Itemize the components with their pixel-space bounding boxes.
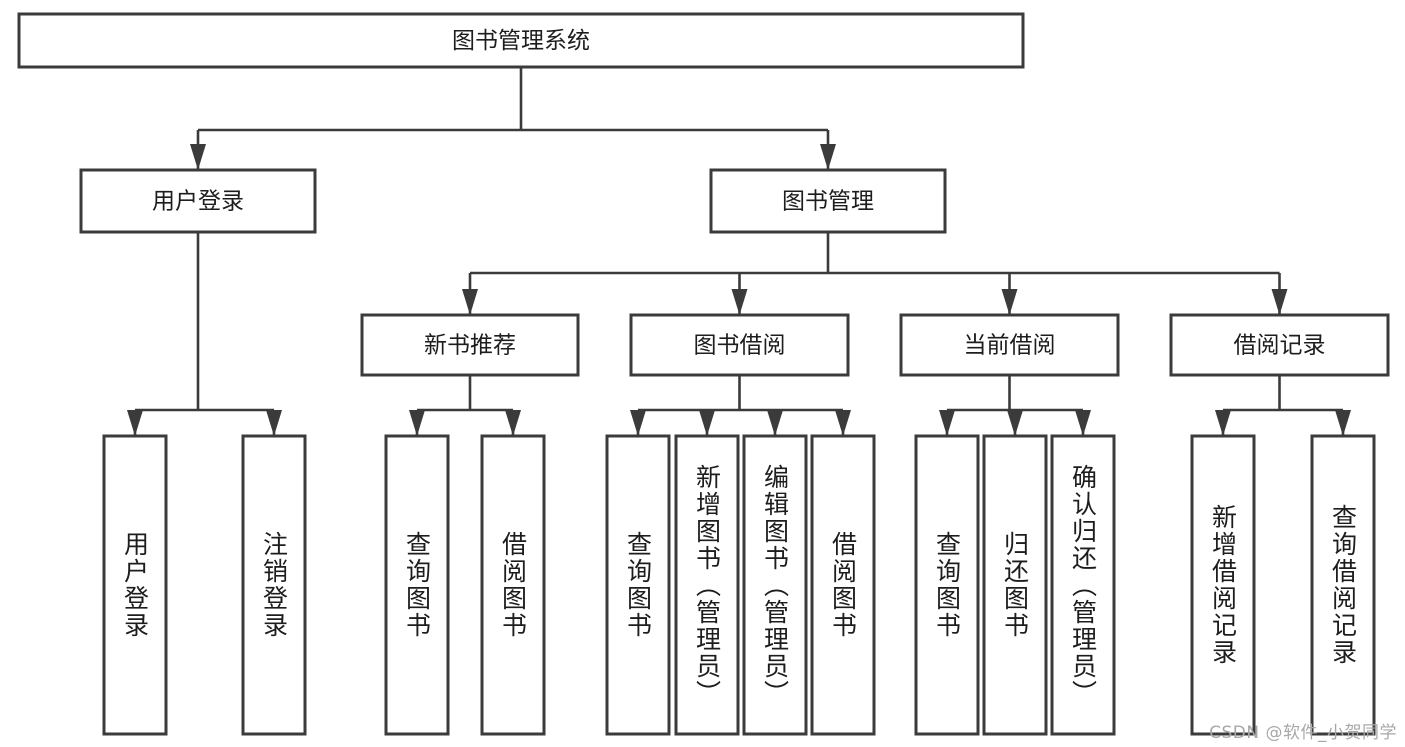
arrow-head-icon-book-manage [820,144,836,170]
arrow-head-icon-leaf-return-book [1007,410,1023,436]
node-box-leaf-confirm-return[interactable] [1050,434,1116,736]
arrow-head-icon-leaf-borrow-book-1 [505,410,521,436]
arrow-head-icon-new-book-recommend [462,289,478,315]
node-label-borrow-record: 借阅记录 [1234,333,1326,359]
arrow-head-icon-leaf-confirm-return [1075,410,1091,436]
boxes-layer [17,12,1390,736]
arrow-head-icon-user-login [190,144,206,170]
node-box-leaf-query-book-3[interactable] [914,434,980,736]
arrow-head-icon-leaf-query-record [1335,410,1351,436]
node-label-root: 图书管理系统 [452,28,590,54]
arrow-head-icon-leaf-query-book-3 [939,410,955,436]
node-box-leaf-add-record[interactable] [1190,434,1256,736]
node-box-leaf-add-book[interactable] [674,434,740,736]
node-box-leaf-borrow-book-2[interactable] [810,434,876,736]
node-label-user-login: 用户登录 [152,189,244,215]
arrow-head-icon-leaf-edit-book [767,410,783,436]
node-label-current-borrow: 当前借阅 [964,333,1056,359]
node-box-new-book-recommend[interactable] [360,313,580,377]
arrow-head-icon-leaf-query-book-2 [630,410,646,436]
node-box-book-manage[interactable] [709,168,947,234]
arrow-head-icon-borrow-record [1271,289,1288,315]
arrow-head-icon-leaf-borrow-book-2 [835,410,851,436]
node-box-leaf-query-book-1[interactable] [384,434,450,736]
arrow-head-icon-leaf-user-logout [266,410,282,436]
arrow-head-icon-current-borrow [1001,289,1018,315]
node-label-book-manage: 图书管理 [782,189,874,215]
node-box-leaf-query-record[interactable] [1310,434,1376,736]
node-box-root[interactable] [17,12,1025,69]
node-box-user-login[interactable] [79,168,317,234]
node-box-leaf-user-login[interactable] [102,434,168,736]
arrow-head-icon-leaf-add-book [699,410,715,436]
node-label-book-borrow: 图书借阅 [694,333,786,359]
arrow-head-icon-book-borrow [731,289,748,315]
arrow-head-icon-leaf-query-book-1 [409,410,425,436]
node-box-leaf-edit-book[interactable] [742,434,808,736]
watermark-text: CSDN @软件_小贺同学 [1209,723,1397,743]
arrow-head-icon-leaf-add-record [1215,410,1231,436]
node-box-book-borrow[interactable] [629,313,850,377]
node-box-leaf-borrow-book-1[interactable] [480,434,546,736]
connectors-layer [127,67,1351,436]
node-box-current-borrow[interactable] [899,313,1120,377]
node-label-new-book-recommend: 新书推荐 [424,333,516,359]
node-box-borrow-record[interactable] [1169,313,1390,377]
node-box-leaf-return-book[interactable] [982,434,1048,736]
node-box-leaf-user-logout[interactable] [241,434,307,736]
node-box-leaf-query-book-2[interactable] [605,434,671,736]
arrow-head-icon-leaf-user-login [127,410,143,436]
